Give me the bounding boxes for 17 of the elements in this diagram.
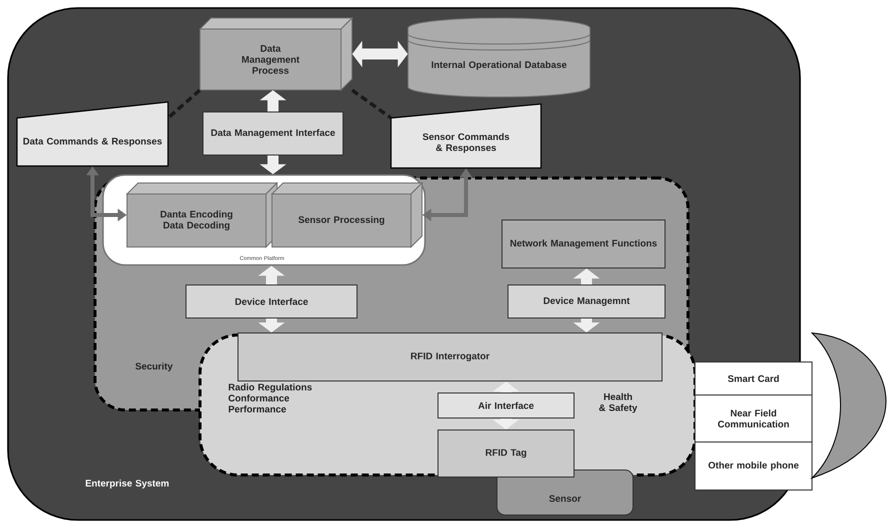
interface-box: Data Management Interface [202,112,344,156]
dashed-connector [167,88,201,120]
interface-box: Air Interface [438,392,574,418]
region-label: Radio Regulations Conformance Performance [228,384,312,412]
interface-box: Device Interface [186,284,358,318]
region-label: Health & Safety [599,393,638,413]
interface-box: Device Managemnt [508,284,666,318]
function-box: Network Management Functions [502,220,666,268]
dashed-connector [351,88,392,120]
tag-box: RFID Tag [438,430,574,478]
option-row: Smart Card [694,362,812,396]
option-row: Other mobile phone [694,442,812,490]
interrogator-box: RFID Interrogator [238,332,662,382]
database-cylinder: Internal Operational Database [408,18,590,98]
region-label: Security [135,362,173,372]
region-label: Enterprise System [86,480,169,488]
option-row: Near Field Communication [694,394,812,442]
